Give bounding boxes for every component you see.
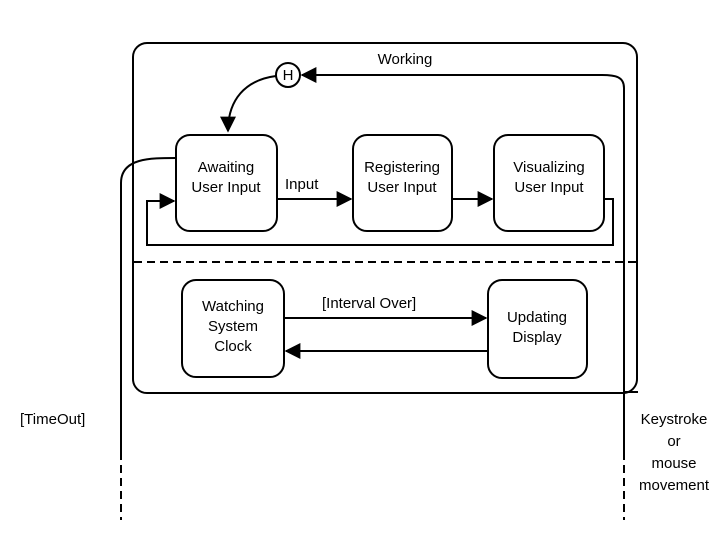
state-awaiting-line2: User Input [191,179,261,196]
transition-history-to-awaiting [220,75,277,133]
history-pseudostate [275,62,301,88]
state-updating-line1: Updating [507,309,567,326]
history-label: H [283,67,294,84]
state-awaiting-line1: Awaiting [198,159,254,176]
transition-visualize-loop [146,193,614,246]
state-watching-system-clock [181,279,285,378]
state-updating-display [487,279,588,379]
transition-interval-over-label: [Interval Over] [322,295,416,312]
state-registering-line1: Registering [364,159,440,176]
keystroke-line4: movement [639,477,710,494]
timeout-exit-line [120,157,177,452]
state-watching-line1: Watching [202,298,264,315]
state-watching-line3: Clock [214,338,252,355]
state-awaiting-user-input [175,134,278,232]
state-visualizing-line1: Visualizing [513,159,584,176]
state-registering-user-input [352,134,453,232]
keystroke-line1: Keystroke [641,411,708,428]
state-visualizing-user-input [493,134,605,232]
state-registering-line2: User Input [367,179,437,196]
state-watching-line2: System [208,318,258,335]
working-title: Working [378,51,433,68]
keystroke-line2: or [667,433,680,450]
keystroke-line3: mouse [651,455,696,472]
transition-input-label: Input [285,176,319,193]
keystroke-entry-line [300,67,625,452]
state-visualizing-line2: User Input [514,179,584,196]
transition-timeout-label: [TimeOut] [20,411,85,428]
state-updating-line2: Display [512,329,562,346]
